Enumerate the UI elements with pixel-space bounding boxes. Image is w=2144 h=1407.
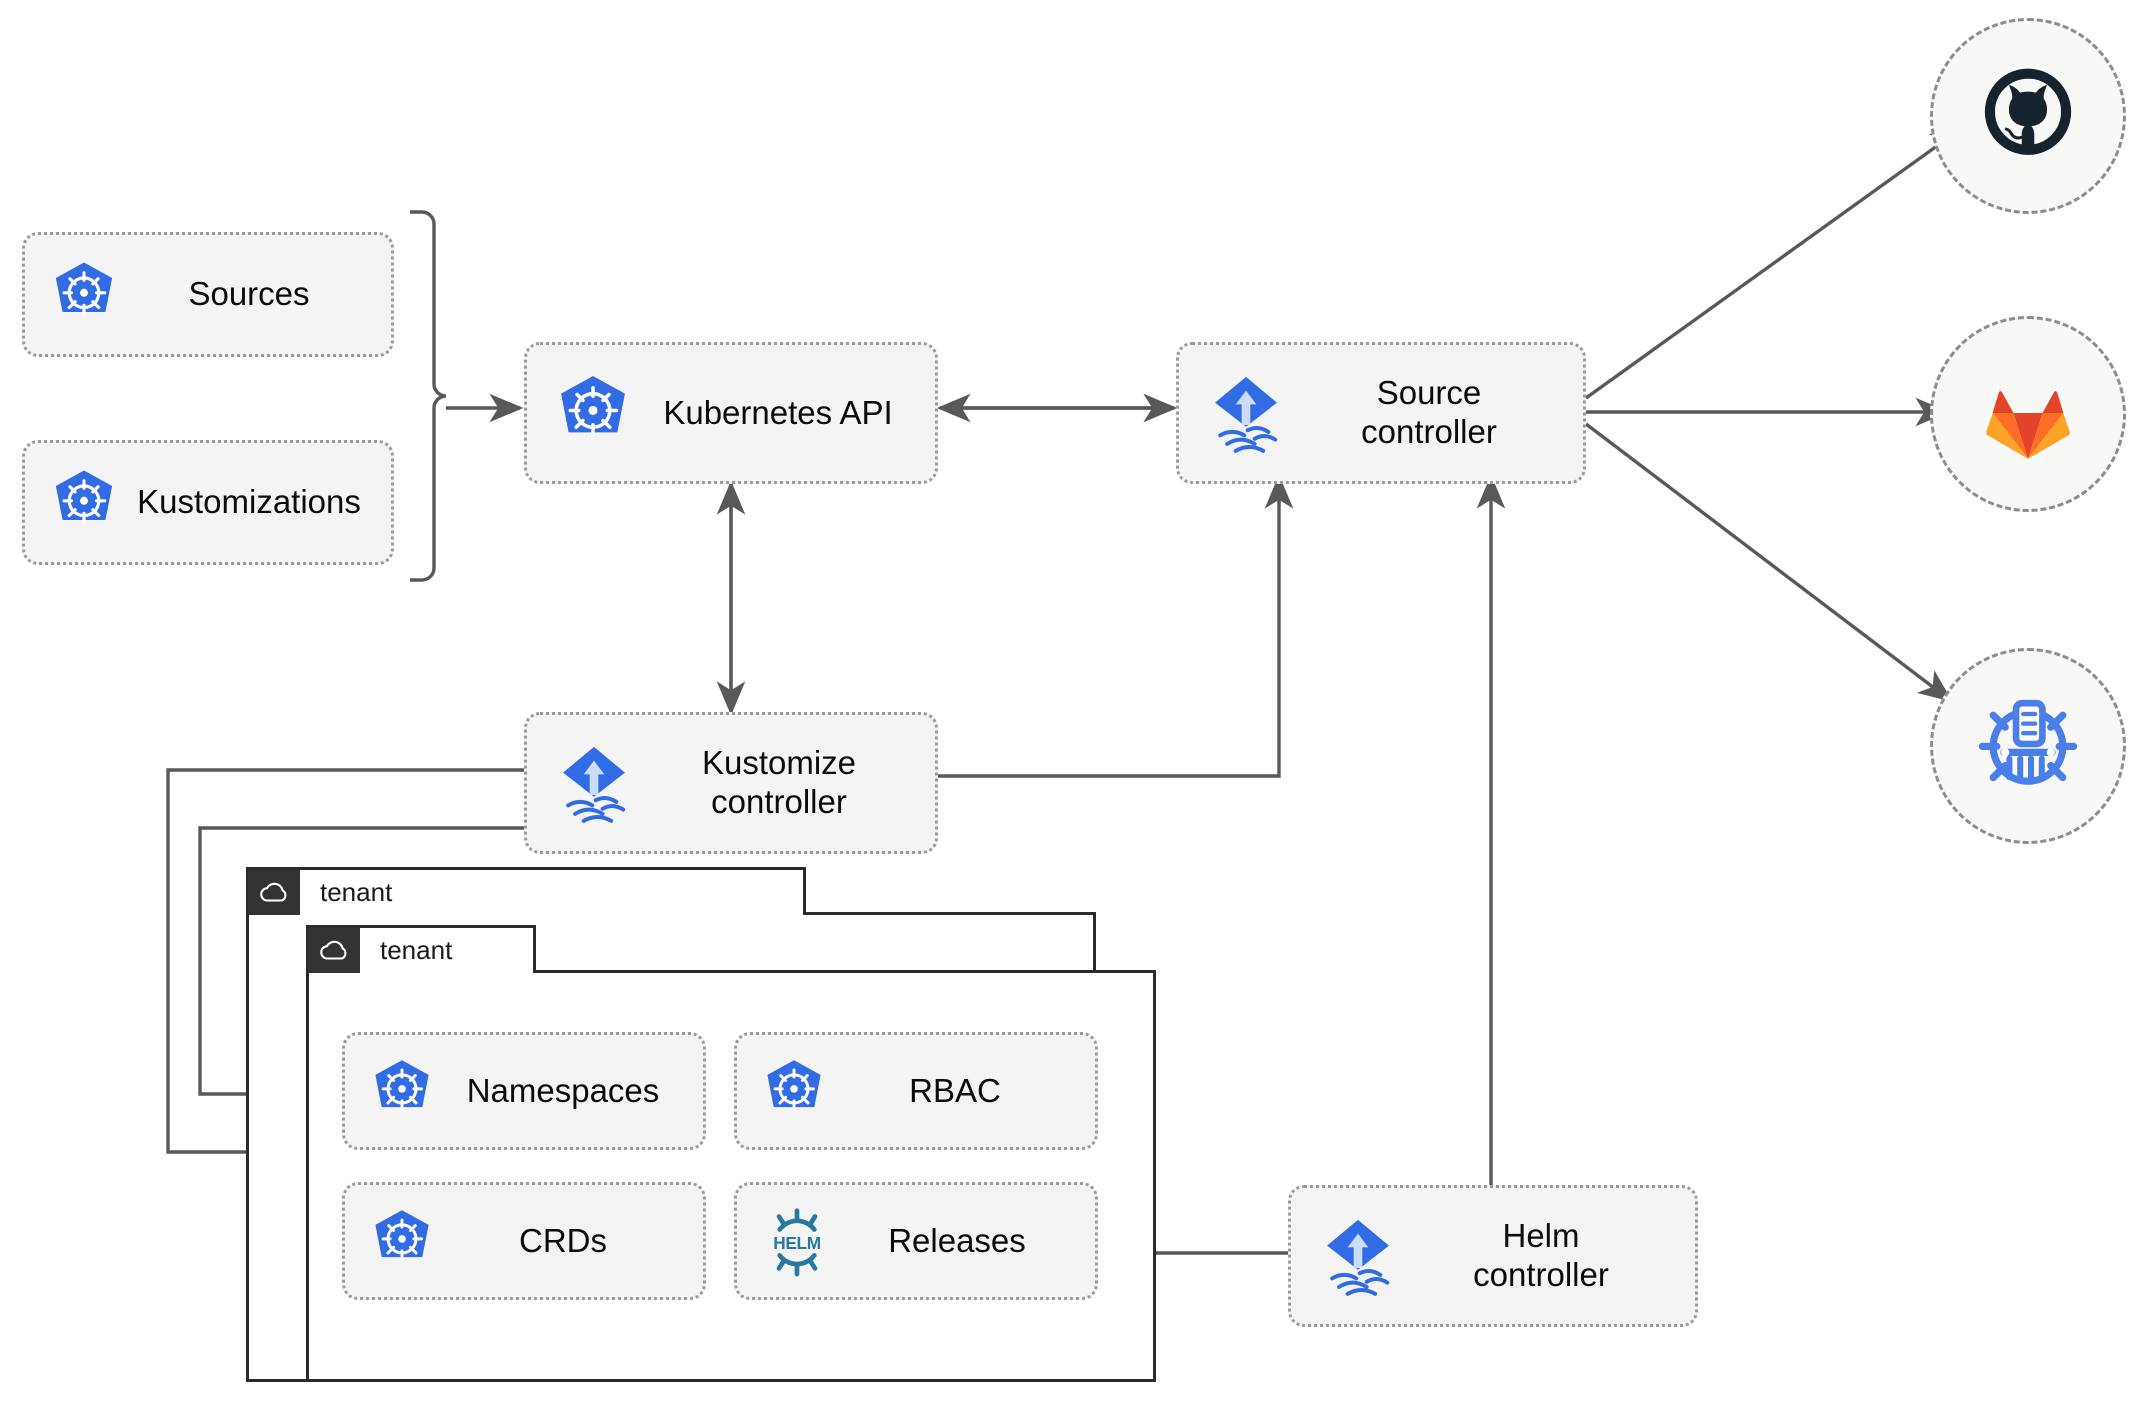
kustomize-controller-label: Kustomize controller	[701, 744, 857, 820]
cloud-icon	[308, 927, 360, 973]
flux-icon	[1203, 370, 1289, 456]
gitlab-icon	[1976, 362, 2080, 467]
kustomize-controller-node[interactable]: Kustomize controller	[524, 712, 938, 854]
tenant-resource-namespaces[interactable]: Namespaces	[342, 1032, 706, 1150]
provider-helm-repository[interactable]	[1930, 648, 2126, 844]
resource-kustomizations-label: Kustomizations	[137, 483, 361, 521]
resource-sources[interactable]: Sources	[22, 232, 394, 357]
svg-text:HELM: HELM	[773, 1233, 820, 1253]
kubernetes-icon	[367, 1056, 437, 1126]
helm-repository-icon	[1968, 684, 2088, 809]
kubernetes-api-label: Kubernetes API	[663, 393, 893, 431]
kubernetes-api-node[interactable]: Kubernetes API	[524, 342, 938, 484]
helm-icon: HELM	[761, 1205, 833, 1277]
tenant-resource-rbac[interactable]: RBAC	[734, 1032, 1098, 1150]
flux-icon	[1315, 1213, 1401, 1299]
github-icon	[1972, 58, 2084, 175]
provider-gitlab[interactable]	[1930, 316, 2126, 512]
kubernetes-icon	[47, 466, 121, 540]
tenant-resource-rbac-label: RBAC	[909, 1071, 1001, 1109]
kubernetes-icon	[47, 258, 121, 332]
resource-sources-label: Sources	[188, 275, 310, 313]
tenant-resource-releases[interactable]: HELM Releases	[734, 1182, 1098, 1300]
helm-controller-node[interactable]: Helm controller	[1288, 1185, 1698, 1327]
tenant-outer-titlebar: tenant	[246, 867, 806, 915]
tenant-resource-crds-label: CRDs	[519, 1221, 607, 1259]
source-controller-label: Source controller	[1361, 374, 1497, 450]
flux-icon	[551, 740, 637, 826]
kubernetes-icon	[551, 371, 635, 455]
tenant-inner-titlebar: tenant	[306, 925, 536, 973]
cloud-icon	[248, 869, 300, 915]
tenant-resource-namespaces-label: Namespaces	[466, 1071, 660, 1109]
tenant-resource-crds[interactable]: CRDs	[342, 1182, 706, 1300]
tenant-resource-releases-label: Releases	[888, 1221, 1026, 1259]
tenant-inner-title: tenant	[380, 935, 453, 965]
tenant-outer-title: tenant	[320, 877, 393, 907]
source-controller-node[interactable]: Source controller	[1176, 342, 1586, 484]
kubernetes-icon	[367, 1206, 437, 1276]
resource-kustomizations[interactable]: Kustomizations	[22, 440, 394, 565]
kubernetes-icon	[759, 1056, 829, 1126]
helm-controller-label: Helm controller	[1473, 1217, 1609, 1293]
provider-github[interactable]	[1930, 18, 2126, 214]
